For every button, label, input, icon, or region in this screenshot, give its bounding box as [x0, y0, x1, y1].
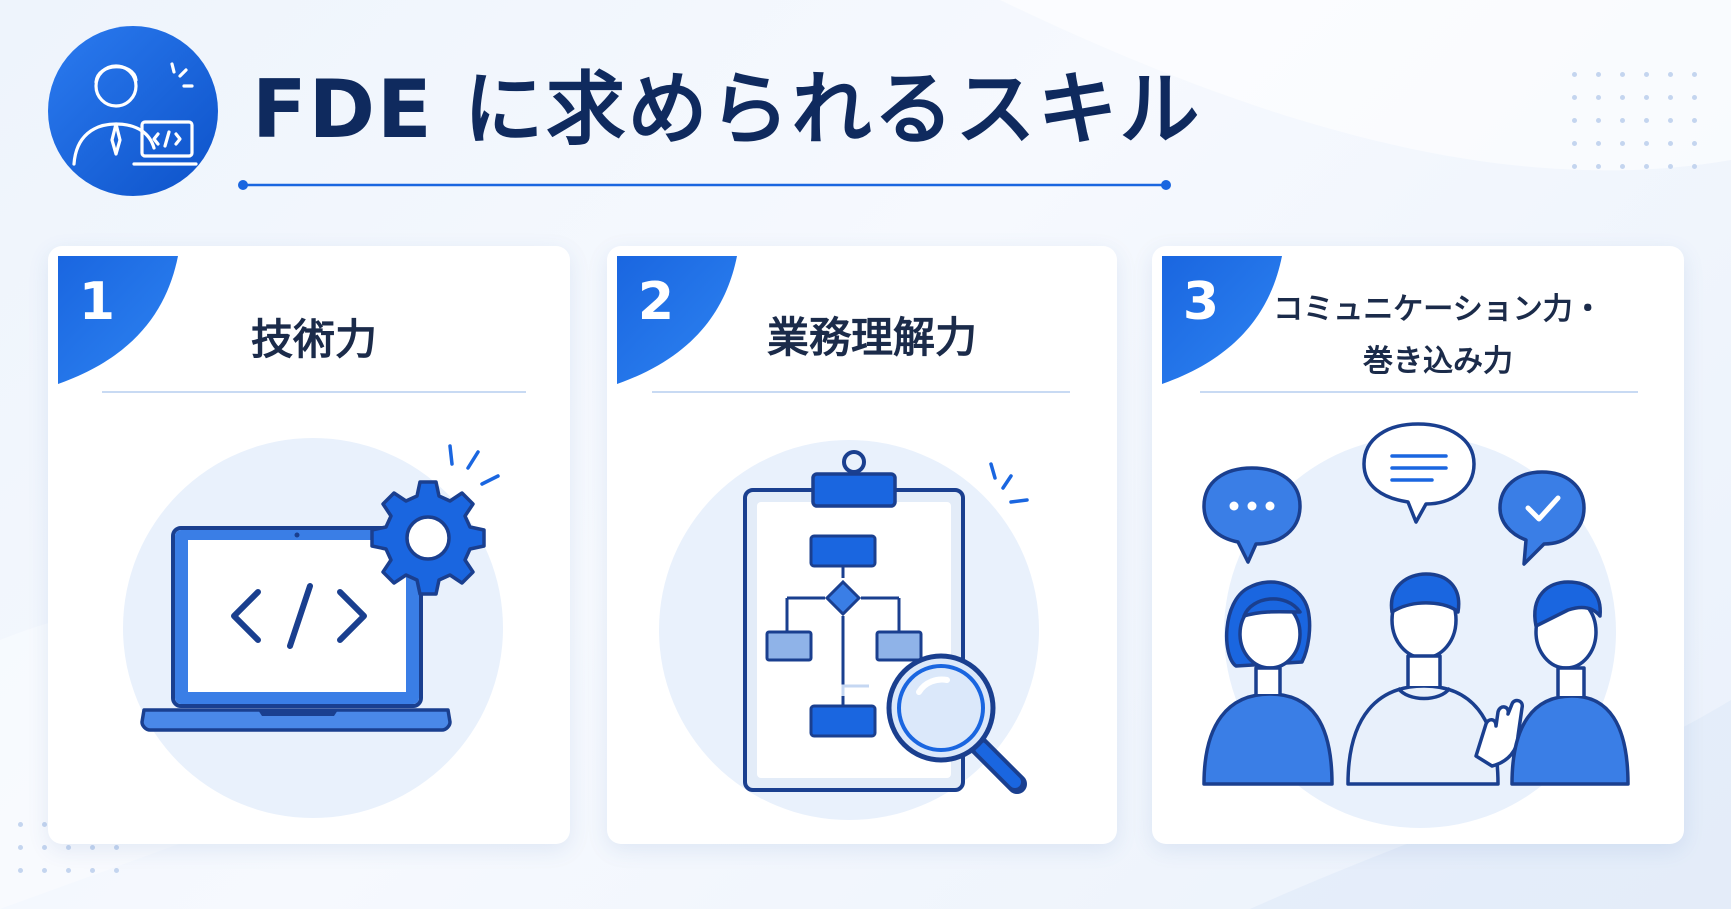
card-number-badge — [1162, 256, 1282, 384]
card-number: 1 — [78, 272, 116, 332]
dot-grid-top-right — [1572, 72, 1698, 169]
title-underline — [238, 180, 1171, 190]
skill-card-business: 2 業務理解力 — [607, 246, 1117, 844]
person-middle-icon — [1346, 572, 1524, 786]
card-title-line-1: コミュニケーション力・ — [1273, 292, 1603, 327]
speech-bubble-text-icon — [1362, 422, 1476, 524]
engineer-with-laptop-icon — [48, 26, 218, 196]
skill-card-communication: 3 コミュニケーション力・ 巻き込み力 — [1152, 246, 1684, 844]
clipboard-flowchart-magnifier-icon — [659, 440, 1039, 820]
speech-bubble-dots-icon — [1202, 466, 1302, 564]
people-speech-bubbles-icon — [1202, 422, 1630, 828]
card-number: 2 — [637, 272, 675, 332]
card-title: 業務理解力 — [766, 313, 977, 362]
card-number-badge — [617, 256, 737, 384]
card-title: 技術力 — [250, 315, 377, 364]
card-title-line-2: 巻き込み力 — [1363, 344, 1513, 379]
speech-bubble-check-icon — [1498, 470, 1586, 566]
person-left-icon — [1202, 580, 1334, 786]
page-title: FDE に求められるスキル — [252, 63, 1202, 156]
card-number: 3 — [1182, 272, 1220, 332]
skill-card-technical: 1 技術力 — [48, 246, 570, 844]
card-divider — [652, 391, 1070, 393]
card-title: コミュニケーション力・ 巻き込み力 — [1152, 284, 1684, 388]
laptop-code-gear-icon — [123, 438, 503, 818]
card-divider — [102, 391, 526, 393]
card-number-badge — [58, 256, 178, 384]
card-divider — [1200, 391, 1638, 393]
person-right-icon — [1510, 580, 1630, 786]
